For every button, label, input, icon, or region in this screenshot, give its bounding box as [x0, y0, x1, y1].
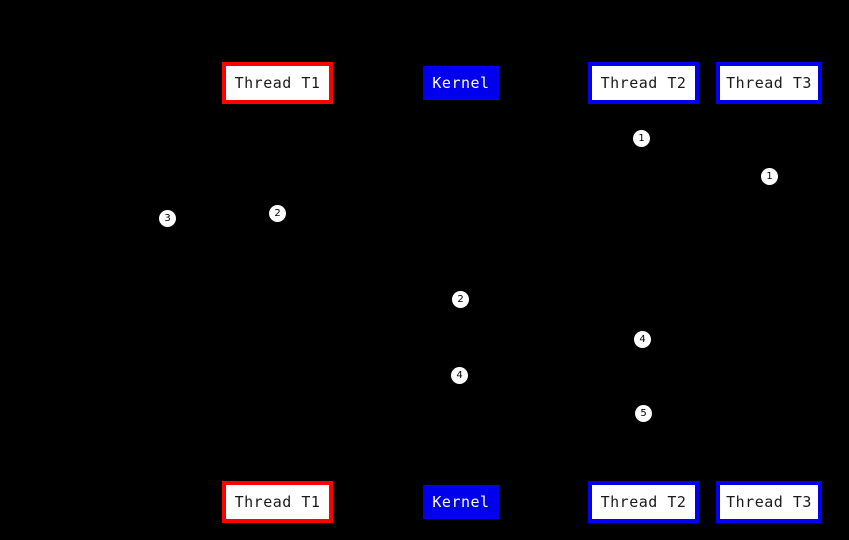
step-badge-number: 4 [456, 370, 463, 381]
lifeline-thread-t2 [643, 104, 644, 481]
step-badge: 4 [634, 331, 651, 348]
participant-thread-t2-bottom[interactable]: Thread T2 [588, 481, 699, 523]
step-badge: 1 [633, 130, 650, 147]
participant-thread-t3[interactable]: Thread T3 [716, 62, 822, 104]
step-badge-number: 5 [640, 408, 647, 419]
step-badge-number: 4 [639, 334, 646, 345]
step-badge-number: 1 [766, 171, 773, 182]
step-badge-number: 2 [274, 208, 281, 219]
participant-thread-t3-bottom[interactable]: Thread T3 [716, 481, 822, 523]
step-badge-number: 3 [164, 213, 171, 224]
lifeline-thread-t1 [277, 104, 278, 481]
participant-thread-t1[interactable]: Thread T1 [222, 62, 333, 104]
step-badge: 4 [451, 367, 468, 384]
lifeline-thread-t3 [770, 104, 771, 481]
participant-thread-t3-label: Thread T3 [726, 73, 812, 92]
participant-thread-t1-bottom[interactable]: Thread T1 [222, 481, 333, 523]
participant-thread-t3-bottom-label: Thread T3 [726, 492, 812, 511]
participant-thread-t1-bottom-label: Thread T1 [234, 492, 321, 511]
step-badge: 2 [269, 205, 286, 222]
participant-kernel-bottom-label: Kernel [432, 492, 490, 511]
step-badge: 3 [159, 210, 176, 227]
step-badge: 2 [452, 291, 469, 308]
step-badge: 5 [635, 405, 652, 422]
participant-thread-t2-bottom-label: Thread T2 [600, 492, 687, 511]
participant-thread-t2-label: Thread T2 [600, 73, 687, 92]
participant-kernel-label: Kernel [432, 73, 490, 92]
participant-thread-t1-label: Thread T1 [234, 73, 321, 92]
participant-kernel[interactable]: Kernel [423, 66, 499, 100]
participant-kernel-bottom[interactable]: Kernel [423, 485, 499, 519]
step-badge-number: 1 [638, 133, 645, 144]
participant-thread-t2[interactable]: Thread T2 [588, 62, 699, 104]
step-badge-number: 2 [457, 294, 464, 305]
step-badge: 1 [761, 168, 778, 185]
